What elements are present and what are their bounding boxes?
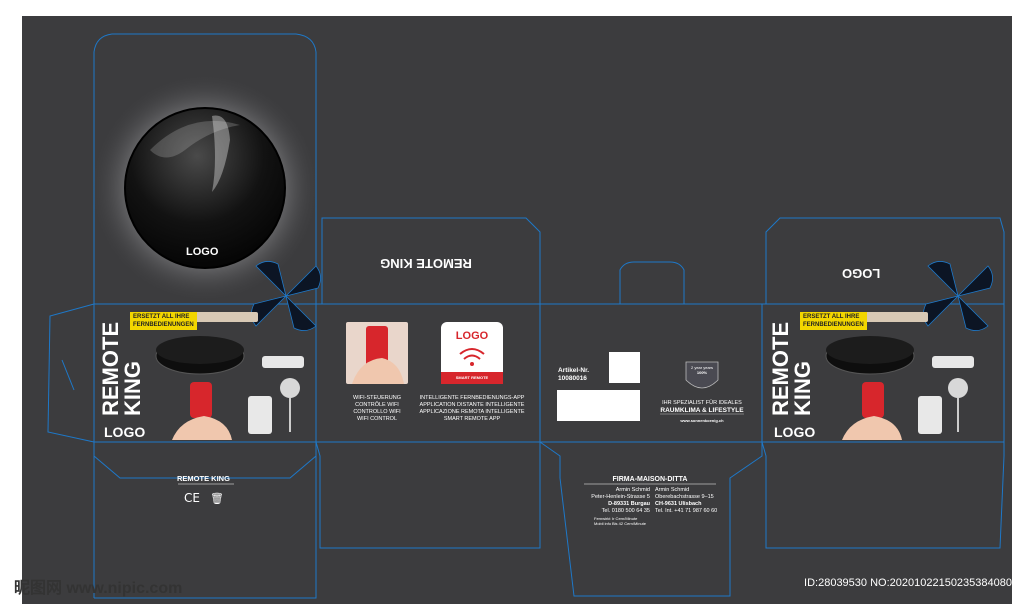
- right-flap-logo: LOGO: [842, 266, 881, 281]
- watermark-right: ID:28039530 NO:20201022150235384080: [804, 577, 1012, 589]
- hub-sphere: [124, 107, 286, 269]
- bottom-flap-brand: REMOTE KING: [177, 474, 230, 483]
- front-panel-art-left: [155, 312, 304, 440]
- watermark-left: 昵图网 www.nipic.com: [14, 580, 183, 597]
- wifi-tile: [346, 322, 408, 384]
- wifi-icon: [459, 348, 485, 360]
- smart-remote-app-text: INTELLIGENTE FERNBEDIENUNGS-APP APPLICAT…: [419, 395, 525, 422]
- company-address-right: Armin Schmid Oberebachstrasse 9–15 CH-96…: [655, 487, 718, 514]
- front-title-right: REMOTE KING: [768, 321, 815, 416]
- top-flap-brand: REMOTE KING: [380, 256, 472, 271]
- replace-remotes-badge: ERSETZT ALL IHRE FERNBEDIENUNGEN: [130, 312, 197, 330]
- app-tile-caption: SMART REMOTE: [455, 375, 489, 380]
- front-logo-right: LOGO: [774, 424, 816, 440]
- pinwheel-left: [251, 261, 321, 331]
- barcode-box-large: [557, 390, 640, 421]
- brand-tagline: IHR SPEZIALIST FÜR IDEALES RAUMKLIMA & L…: [660, 400, 744, 414]
- shield-text: 2 year years 100%: [690, 365, 713, 375]
- wifi-control-text: WIFI-STEUERUNG CONTRÔLE WIFI CONTROLLO W…: [353, 395, 401, 422]
- company-small-right: Ir Cern/Minute Bis 42 Cern/Minute: [612, 516, 647, 526]
- weee-bin-icon: 🗑: [210, 492, 224, 505]
- barcode-box-small: [609, 352, 640, 383]
- hub-logo: LOGO: [186, 246, 219, 258]
- warranty-shield-icon: [685, 361, 719, 389]
- front-title-left: REMOTE KING: [98, 321, 145, 416]
- app-tile-logo: LOGO: [455, 330, 489, 342]
- replace-remotes-badge-right: ERSETZT ALL IHRE FERNBEDIENUNGEN: [800, 312, 867, 330]
- company-title: FIRMA-MAISON-DITTA: [612, 476, 688, 483]
- pinwheel-right: [923, 261, 993, 331]
- front-panel-art-right: [825, 312, 974, 440]
- company-small-left: Fernwirkt Mobil info: [594, 516, 612, 526]
- ce-mark-icon: CE: [184, 491, 200, 505]
- front-logo-left: LOGO: [104, 424, 146, 440]
- app-tile: [441, 322, 503, 384]
- article-number: Artikel-Nr. 10080016: [558, 367, 590, 382]
- brand-website: www.sonnenkoenig.ch: [680, 418, 724, 423]
- company-address-left: Armin Schmid Peter-Henlein-Strasse 5 D-8…: [591, 487, 650, 514]
